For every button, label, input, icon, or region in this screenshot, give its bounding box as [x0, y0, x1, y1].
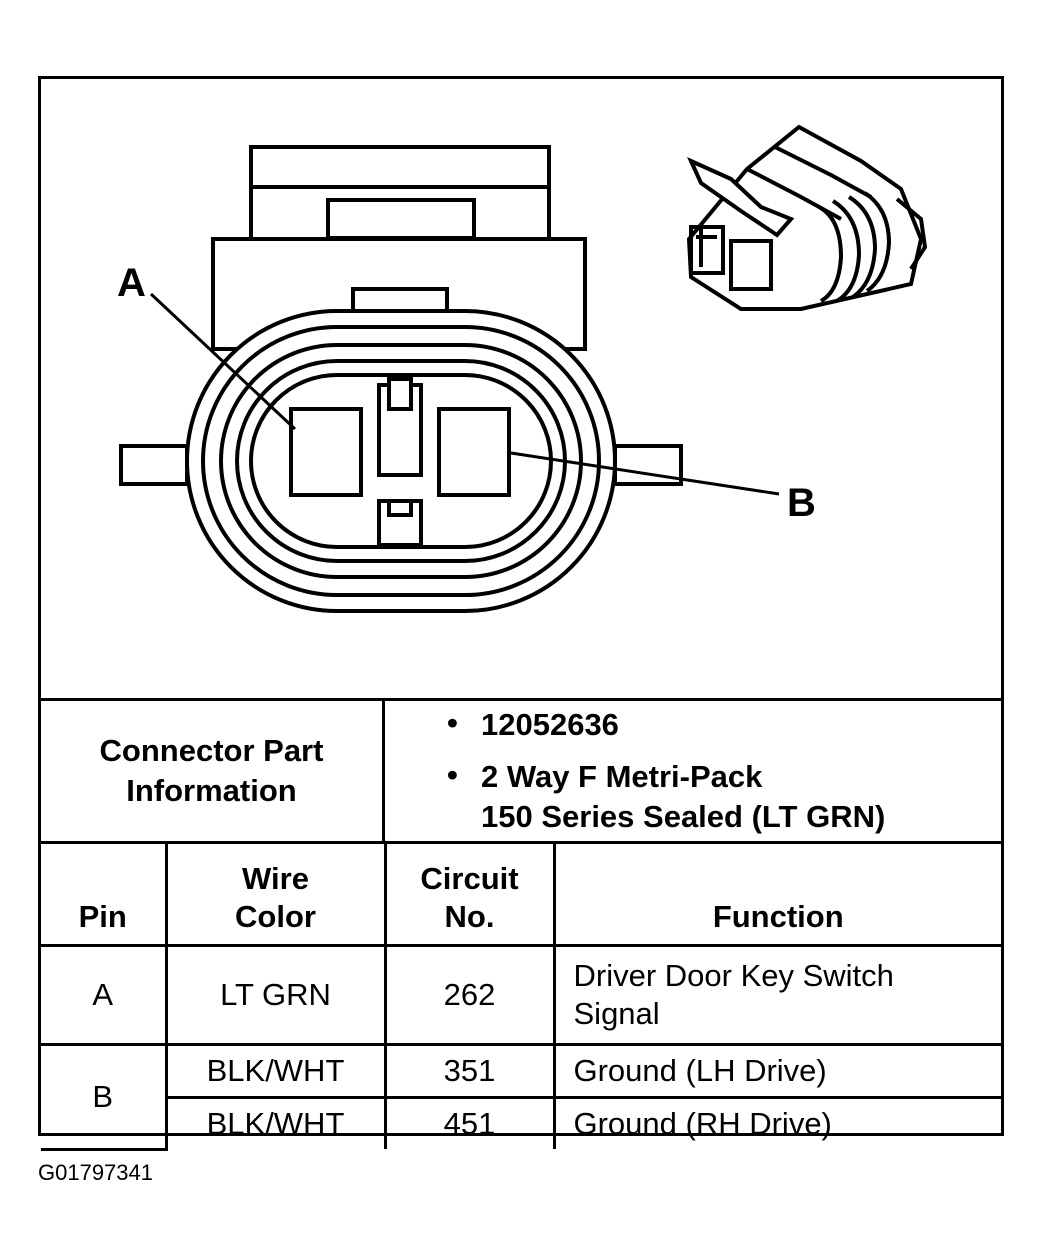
connector-figure: A B Connector Part Information • 1205263… [38, 76, 1004, 1151]
connector-face-drawing [119, 124, 928, 613]
info-label-line1: Connector Part [99, 733, 324, 768]
connector-seal-1 [201, 325, 601, 597]
connector-seal-2 [219, 343, 583, 579]
center-rib [387, 377, 413, 411]
bullet-icon: • [447, 757, 458, 792]
function-line1: Driver Door Key Switch [573, 958, 894, 993]
circuit-cell: 351 [383, 1043, 556, 1099]
header-circuit-line1: Circuit [420, 861, 519, 896]
table-row: A LT GRN 262 Driver Door Key Switch Sign… [41, 944, 1001, 1046]
figure-id: G01797341 [38, 1160, 153, 1185]
function-cell: Ground (LH Drive) [552, 1043, 1001, 1099]
header-pin: Pin [41, 844, 168, 947]
connector-isometric-icon [686, 124, 928, 311]
wire-color-cell: BLK/WHT [166, 1096, 387, 1149]
connector-part-info: Connector Part Information • 12052636 • … [41, 698, 1001, 844]
header-wire-color: Wire Color [164, 844, 387, 947]
connector-part-info-values: • 12052636 • 2 Way F Metri-Pack 150 Seri… [385, 701, 1001, 841]
part-description-line1: 2 Way F Metri-Pack [481, 759, 763, 794]
header-circuit: Circuit No. [383, 844, 556, 947]
circuit-cell: 451 [383, 1096, 556, 1149]
header-function: Function [552, 844, 1001, 947]
pinout-header-row: Pin Wire Color Circuit No. Function [41, 844, 1001, 947]
part-number: 12052636 [481, 707, 619, 742]
function-cell: Driver Door Key Switch Signal [552, 944, 1001, 1046]
callout-a-leader [149, 292, 297, 431]
function-line2: Signal [573, 996, 660, 1031]
function-cell: Ground (RH Drive) [552, 1096, 1001, 1149]
pin-b-cavity [437, 407, 511, 497]
left-ear [119, 444, 189, 486]
callout-a-label: A [117, 261, 146, 305]
table-row: B BLK/WHT 351 Ground (LH Drive) [41, 1043, 1001, 1151]
info-label-line2: Information [126, 773, 297, 808]
table-row: BLK/WHT 451 Ground (RH Drive) [41, 1096, 1001, 1149]
header-wire-color-line1: Wire [242, 861, 309, 896]
part-description: 2 Way F Metri-Pack 150 Series Sealed (LT… [481, 757, 885, 837]
bullet-icon: • [447, 705, 458, 740]
pinout-table: Pin Wire Color Circuit No. Function A LT… [41, 844, 1001, 1151]
header-wire-color-line2: Color [235, 899, 316, 934]
wire-color-cell: LT GRN [164, 944, 387, 1046]
pin-cell: A [41, 944, 168, 1046]
bottom-rib [387, 499, 413, 517]
pin-a-cavity [289, 407, 363, 497]
part-description-line2: 150 Series Sealed (LT GRN) [481, 799, 886, 834]
circuit-cell: 262 [383, 944, 556, 1046]
header-circuit-line2: No. [444, 899, 495, 934]
callout-b-leader [510, 451, 780, 496]
wire-color-cell: BLK/WHT [164, 1043, 387, 1099]
pin-cell: B [41, 1043, 168, 1151]
callout-b-label: B [787, 481, 816, 525]
connector-part-info-label: Connector Part Information [41, 701, 385, 841]
